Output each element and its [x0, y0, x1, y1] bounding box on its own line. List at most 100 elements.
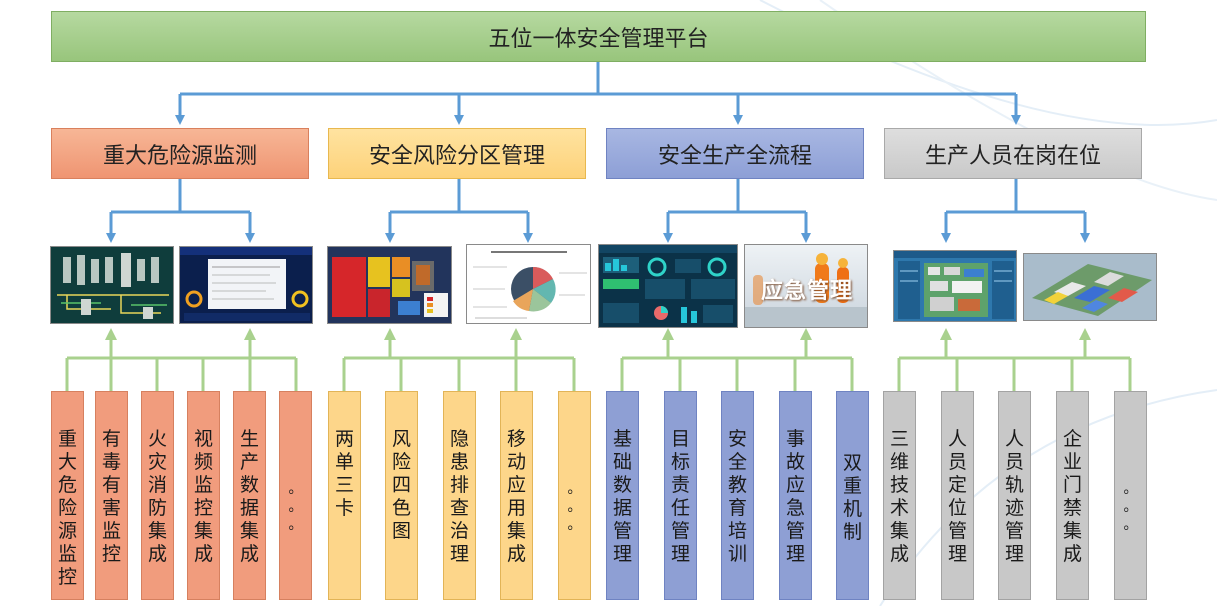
thumbnail-risk-map — [327, 246, 452, 324]
leaf-char: 隐 — [449, 428, 469, 450]
leaf-char: 动 — [506, 451, 526, 473]
leaf-char: 理 — [947, 543, 967, 565]
leaf-char: 控 — [193, 497, 213, 519]
leaf-char: 重 — [842, 475, 862, 497]
leaf-risk-four-color-map: 风 险 四 色 图 — [385, 391, 418, 600]
leaf-char: 重 — [57, 428, 77, 450]
leaf-char: 火 — [147, 428, 167, 450]
leaf-char: 成 — [506, 543, 526, 565]
thumbnail-hazard-dashboard — [179, 246, 313, 324]
thumbnail-personnel-dashboard — [893, 250, 1017, 322]
leaf-char: 理 — [449, 543, 469, 565]
platform-title-box: 五位一体安全管理平台 — [51, 11, 1146, 62]
leaf-char: 机 — [842, 498, 862, 520]
emergency-management-label: 应急管理 — [761, 278, 854, 304]
leaf-more-1: 。 。 。 — [279, 391, 312, 600]
leaf-char: 理 — [612, 543, 632, 565]
leaf-char: 灾 — [147, 451, 167, 473]
leaf-fire-integration: 火 灾 消 防 集 成 — [141, 391, 174, 600]
leaf-3d-integration: 三 维 技 术 集 成 — [883, 391, 916, 600]
leaf-char: 据 — [239, 497, 259, 519]
category-title: 安全生产全流程 — [657, 143, 812, 169]
process-diagram-image — [51, 247, 173, 323]
leaf-char: 。 — [288, 517, 303, 533]
leaf-char: 患 — [449, 451, 469, 473]
leaf-char: 查 — [449, 497, 469, 519]
leaf-personnel-track: 人 员 轨 迹 管 理 — [998, 391, 1031, 600]
factory-3d-image — [1024, 254, 1156, 320]
leaf-char: 防 — [147, 497, 167, 519]
leaf-char: 全 — [727, 451, 747, 473]
pie-report-image — [467, 245, 590, 323]
leaf-char: 任 — [670, 497, 690, 519]
leaf-access-control: 企 业 门 禁 集 成 — [1056, 391, 1089, 600]
leaf-more-2: 。 。 。 — [558, 391, 591, 600]
leaf-more-4: 。 。 。 — [1114, 391, 1147, 600]
leaf-two-lists-three-cards: 两 单 三 卡 — [328, 391, 361, 600]
leaf-char: 色 — [391, 497, 411, 519]
leaf-char: 监 — [101, 520, 121, 542]
category-risk-zoning: 安全风险分区管理 — [328, 128, 586, 179]
leaf-char: 成 — [889, 543, 909, 565]
leaf-char: 四 — [391, 474, 411, 496]
leaf-char: 事 — [785, 428, 805, 450]
leaf-char: 员 — [947, 451, 967, 473]
leaf-char: 。 — [1123, 481, 1138, 497]
category-connectors — [106, 179, 1090, 243]
leaf-connectors — [65, 328, 1132, 391]
leaf-char: 技 — [889, 474, 909, 496]
leaf-char: 。 — [1123, 517, 1138, 533]
leaf-char: 集 — [147, 520, 167, 542]
leaf-char: 险 — [57, 497, 77, 519]
leaf-char: 禁 — [1062, 497, 1082, 519]
leaf-char: 控 — [101, 543, 121, 565]
leaf-basic-data: 基 础 数 据 管 理 — [606, 391, 639, 600]
category-title: 重大危险源监测 — [102, 143, 257, 169]
leaf-char: 有 — [101, 474, 121, 496]
leaf-char: 企 — [1062, 428, 1082, 450]
leaf-char: 定 — [947, 474, 967, 496]
leaf-char: 数 — [612, 474, 632, 496]
leaf-dual-mechanism: 双 重 机 制 — [836, 391, 869, 600]
leaf-char: 集 — [889, 520, 909, 542]
leaf-char: 监 — [193, 474, 213, 496]
leaf-char: 管 — [1004, 520, 1024, 542]
leaf-char: 。 — [1123, 499, 1138, 515]
leaf-video-integration: 视 频 监 控 集 成 — [187, 391, 220, 600]
leaf-char: 业 — [1062, 451, 1082, 473]
leaf-char: 管 — [612, 520, 632, 542]
leaf-char: 管 — [670, 520, 690, 542]
leaf-char: 消 — [147, 474, 167, 496]
top-connector — [175, 62, 1021, 125]
leaf-major-hazard-monitor: 重 大 危 险 源 监 控 — [51, 391, 84, 600]
leaf-char: 图 — [391, 520, 411, 542]
emergency-photo-image — [745, 245, 867, 327]
leaf-char: 治 — [449, 520, 469, 542]
leaf-char: 急 — [785, 497, 805, 519]
leaf-char: 移 — [506, 428, 526, 450]
leaf-char: 频 — [193, 451, 213, 473]
leaf-char: 数 — [239, 474, 259, 496]
leaf-char: 三 — [334, 474, 354, 496]
leaf-char: 理 — [785, 543, 805, 565]
leaf-char: 培 — [727, 520, 747, 542]
leaf-char: 成 — [1062, 543, 1082, 565]
leaf-char: 险 — [391, 451, 411, 473]
leaf-char: 理 — [670, 543, 690, 565]
leaf-char: 。 — [288, 499, 303, 515]
leaf-char: 两 — [334, 428, 354, 450]
leaf-char: 产 — [239, 451, 259, 473]
leaf-char: 害 — [101, 497, 121, 519]
leaf-char: 维 — [889, 451, 909, 473]
category-title: 生产人员在岗在位 — [924, 143, 1101, 169]
leaf-char: 监 — [57, 543, 77, 565]
leaf-char: 有 — [101, 428, 121, 450]
data-dashboard-image — [599, 245, 737, 327]
leaf-char: 目 — [670, 428, 690, 450]
leaf-char: 源 — [57, 520, 77, 542]
leaf-target-responsibility: 目 标 责 任 管 理 — [664, 391, 697, 600]
risk-map-image — [328, 247, 451, 323]
leaf-char: 据 — [612, 497, 632, 519]
leaf-char: 风 — [391, 428, 411, 450]
leaf-char: 迹 — [1004, 497, 1024, 519]
